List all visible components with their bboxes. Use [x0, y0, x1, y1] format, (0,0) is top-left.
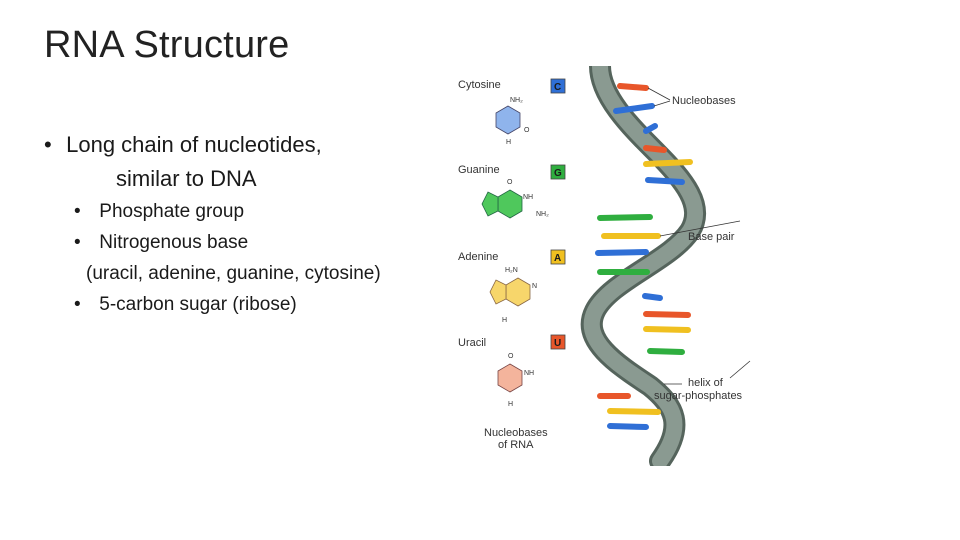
sub-bullet: • Phosphate group	[74, 196, 444, 227]
base-rod	[643, 311, 691, 318]
base-rod	[607, 408, 661, 415]
nh-label: NH	[524, 370, 534, 377]
sugar-phosphate-backbone	[583, 66, 703, 466]
callout-helix-line-1: helix of	[688, 377, 724, 389]
base-rod	[642, 293, 663, 301]
h2n-label: H₂N	[505, 267, 518, 274]
uracil-letter: U	[554, 338, 561, 349]
callouts: Nucleobases Base pair helix of sugar-pho…	[647, 87, 751, 402]
sub-bullet-text: Phosphate group	[99, 201, 245, 222]
n-label: N	[532, 283, 537, 290]
h-label: H	[506, 139, 511, 146]
base-rod	[643, 123, 658, 134]
cytosine-label: Cytosine	[458, 79, 501, 91]
h-label: H	[502, 317, 507, 324]
callout-base-pair: Base pair	[688, 231, 735, 243]
callout-arrow	[653, 100, 671, 107]
callout-arrow	[729, 360, 751, 379]
adenine-ring-icon	[489, 279, 507, 305]
caption-line-2: of RNA	[498, 439, 534, 451]
uracil-color-box	[550, 334, 566, 350]
nh2-label: NH₂	[510, 97, 523, 104]
adenine-molecule-icon	[505, 277, 531, 307]
callout-arrow	[659, 220, 741, 237]
main-bullet: • Long chain of nucleotides,	[44, 128, 444, 162]
base-legend: Cytosine C NH₂ O H Guanine G O NH NH₂ Ad…	[458, 78, 566, 451]
adenine-color-box	[550, 249, 566, 265]
callout-nucleobases: Nucleobases	[672, 95, 736, 107]
o-label: O	[524, 127, 530, 134]
adenine-label: Adenine	[458, 251, 498, 263]
base-rod	[645, 177, 685, 185]
base-rod	[647, 348, 685, 355]
nh2-label: NH₂	[536, 211, 549, 218]
h-label: H	[508, 401, 513, 408]
adenine-letter: A	[554, 253, 561, 264]
base-rod	[597, 214, 653, 221]
sub-bullet: • Nitrogenous base	[74, 227, 444, 258]
base-rod	[595, 249, 649, 256]
caption-line-1: Nucleobases	[484, 427, 548, 439]
base-rod	[607, 423, 649, 430]
slide-title: RNA Structure	[44, 24, 290, 66]
guanine-letter: G	[554, 168, 562, 179]
base-rod	[643, 145, 667, 153]
main-bullet-text: Long chain of nucleotides,	[66, 132, 322, 157]
sub-bullet: • 5-carbon sugar (ribose)	[74, 289, 444, 320]
o-label: O	[508, 353, 514, 360]
uracil-label: Uracil	[458, 337, 486, 349]
rna-helix	[580, 66, 706, 466]
bullet-dot: •	[74, 201, 81, 222]
rna-structure-figure: Cytosine C NH₂ O H Guanine G O NH NH₂ Ad…	[450, 66, 760, 466]
callout-helix-line-2: sugar-phosphates	[654, 390, 743, 402]
sub-bullet-text: 5-carbon sugar (ribose)	[99, 294, 297, 315]
cytosine-molecule-icon	[495, 105, 521, 135]
bullet-dot: •	[44, 132, 52, 157]
base-rod	[643, 326, 691, 333]
guanine-label: Guanine	[458, 164, 500, 176]
main-bullet-continuation: similar to DNA	[116, 166, 257, 191]
guanine-molecule-icon	[497, 189, 523, 219]
cytosine-letter: C	[554, 82, 561, 93]
guanine-ring-icon	[481, 191, 499, 217]
nh-label: NH	[523, 194, 533, 201]
base-rod	[613, 103, 655, 114]
o-label: O	[507, 179, 513, 186]
sub-bullet-text: Nitrogenous base	[99, 232, 249, 253]
bullet-dot: •	[74, 294, 81, 315]
sub-bullet-continuation: (uracil, adenine, guanine, cytosine)	[86, 263, 381, 284]
callout-arrow	[647, 87, 671, 101]
guanine-color-box	[550, 164, 566, 180]
base-rod	[643, 159, 693, 167]
cytosine-color-box	[550, 78, 566, 94]
bullet-list: • Long chain of nucleotides, similar to …	[44, 128, 444, 320]
uracil-molecule-icon	[497, 363, 523, 393]
base-rod	[617, 83, 649, 91]
bullet-dot: •	[74, 232, 81, 253]
